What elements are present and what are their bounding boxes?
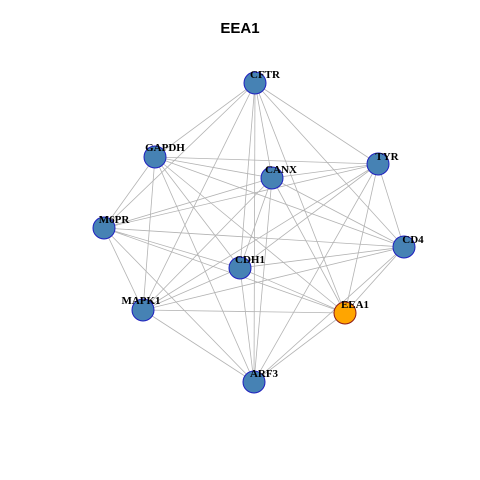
- edge-cdh1-eea1: [239, 267, 346, 314]
- node-tyr[interactable]: [366, 152, 390, 176]
- node-label-arf3: ARF3: [250, 368, 279, 380]
- edge-tyr-m6pr: [103, 163, 379, 229]
- edge-gapdh-eea1: [154, 156, 346, 314]
- edge-mapk1-eea1: [142, 309, 346, 314]
- edge-cd4-mapk1: [142, 246, 405, 311]
- node-label-cdh1: CDH1: [235, 254, 265, 266]
- edge-canx-tyr: [271, 163, 379, 179]
- node-m6pr[interactable]: [92, 216, 116, 240]
- edge-canx-m6pr: [103, 177, 273, 229]
- node-label-m6pr: M6PR: [99, 214, 131, 226]
- edge-gapdh-mapk1: [142, 156, 156, 311]
- edge-cd4-eea1: [344, 246, 405, 314]
- edge-cd4-cdh1: [239, 246, 405, 269]
- edge-gapdh-m6pr: [103, 156, 156, 229]
- edge-gapdh-cdh1: [154, 156, 241, 269]
- edge-cd4-arf3: [253, 246, 405, 383]
- node-label-cd4: CD4: [402, 234, 424, 246]
- node-cftr[interactable]: [243, 71, 267, 95]
- edge-cftr-gapdh: [154, 82, 256, 158]
- edge-eea1-arf3: [253, 312, 346, 383]
- node-eea1[interactable]: [333, 301, 357, 325]
- nodes-layer: [92, 71, 416, 394]
- edge-cftr-mapk1: [142, 82, 256, 311]
- edge-m6pr-arf3: [103, 227, 255, 383]
- edge-tyr-arf3: [253, 163, 379, 383]
- edge-gapdh-tyr: [154, 156, 379, 165]
- edge-cdh1-arf3: [239, 267, 255, 383]
- edge-cftr-tyr: [254, 82, 379, 165]
- edge-m6pr-eea1: [103, 227, 346, 314]
- edge-cdh1-mapk1: [142, 267, 241, 311]
- node-label-canx: CANX: [265, 164, 297, 176]
- edge-cftr-m6pr: [103, 82, 256, 229]
- edge-cftr-cd4: [254, 82, 405, 248]
- edge-cftr-cdh1: [239, 82, 256, 269]
- edge-mapk1-arf3: [142, 309, 255, 383]
- edges-layer: [103, 82, 405, 383]
- edge-cftr-canx: [254, 82, 273, 179]
- node-cd4[interactable]: [392, 235, 416, 259]
- node-label-eea1: EEA1: [341, 299, 369, 311]
- edge-tyr-mapk1: [142, 163, 379, 311]
- edge-tyr-cd4: [377, 163, 405, 248]
- edge-canx-mapk1: [142, 177, 273, 311]
- node-label-gapdh: GAPDH: [145, 142, 185, 154]
- node-canx[interactable]: [260, 166, 284, 190]
- edge-m6pr-cdh1: [103, 227, 241, 269]
- node-mapk1[interactable]: [131, 298, 155, 322]
- node-label-mapk1: MAPK1: [121, 295, 160, 307]
- edge-m6pr-cd4: [103, 227, 405, 248]
- edge-gapdh-cd4: [154, 156, 405, 248]
- edge-gapdh-canx: [154, 156, 273, 179]
- node-gapdh[interactable]: [143, 145, 167, 169]
- edge-m6pr-mapk1: [103, 227, 144, 311]
- edge-cftr-arf3: [253, 82, 256, 383]
- node-cdh1[interactable]: [228, 256, 252, 280]
- graph-title: EEA1: [220, 20, 260, 37]
- node-arf3[interactable]: [242, 370, 266, 394]
- edge-tyr-cdh1: [239, 163, 379, 269]
- edge-cftr-eea1: [254, 82, 346, 314]
- node-label-cftr: CFTR: [250, 69, 281, 81]
- edge-canx-cd4: [271, 177, 405, 248]
- edge-canx-arf3: [253, 177, 273, 383]
- edge-tyr-eea1: [344, 163, 379, 314]
- edge-canx-cdh1: [239, 177, 273, 269]
- node-label-tyr: TYR: [375, 151, 399, 163]
- edge-gapdh-arf3: [154, 156, 255, 383]
- edge-canx-eea1: [271, 177, 346, 314]
